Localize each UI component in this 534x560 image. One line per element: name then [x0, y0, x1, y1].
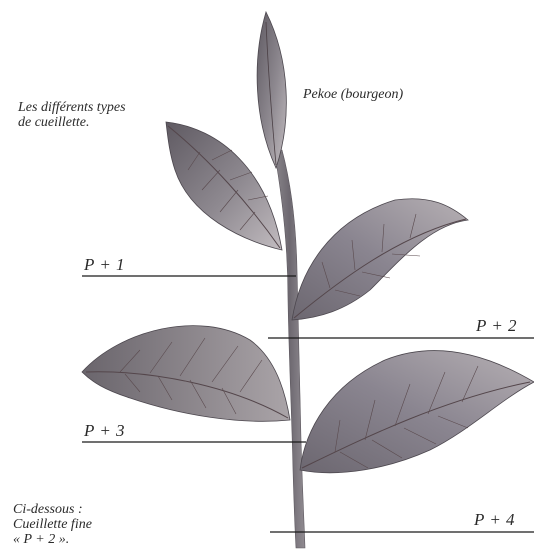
title-line-1: Les différents types — [18, 101, 126, 116]
p1-label: P + 1 — [84, 256, 125, 274]
leaf-p2 — [292, 199, 468, 320]
main-stem — [274, 150, 305, 548]
leaf-p1 — [166, 122, 282, 250]
leaf-p4 — [300, 351, 534, 473]
diagram-title: Les différents types de cueillette. — [18, 101, 126, 130]
p2-label: P + 2 — [476, 317, 517, 335]
caption-line-2: Cueillette fine — [13, 517, 92, 532]
caption-line-1: Ci-dessous : — [13, 502, 92, 517]
leaf-p3 — [82, 326, 290, 422]
p3-label: P + 3 — [84, 422, 125, 440]
caption-line-3: « P + 2 ». — [13, 532, 92, 547]
title-line-2: de cueillette. — [18, 116, 126, 131]
p4-label: P + 4 — [474, 511, 515, 529]
pekoe-label: Pekoe (bourgeon) — [303, 88, 403, 103]
pekoe-bud — [257, 12, 286, 168]
caption: Ci-dessous : Cueillette fine « P + 2 ». — [13, 502, 92, 547]
